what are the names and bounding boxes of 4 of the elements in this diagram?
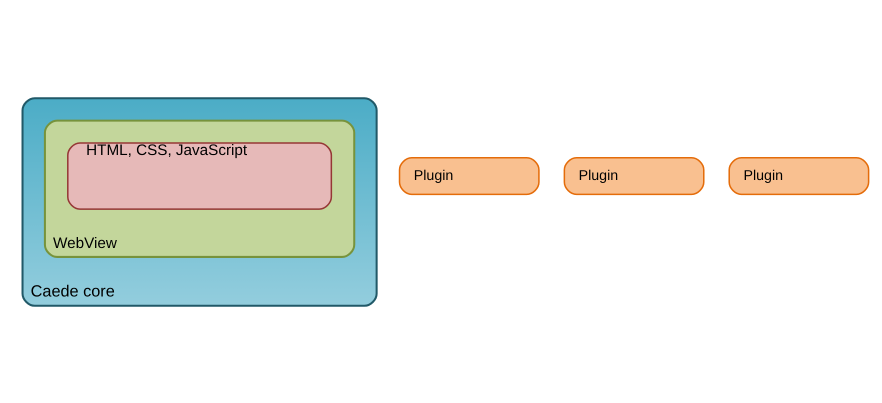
node-box: Plugin [728, 156, 869, 195]
node-box: HTML, CSS, JavaScript [66, 142, 332, 210]
node-box: Plugin [563, 156, 704, 195]
node-box: Plugin [398, 156, 540, 195]
